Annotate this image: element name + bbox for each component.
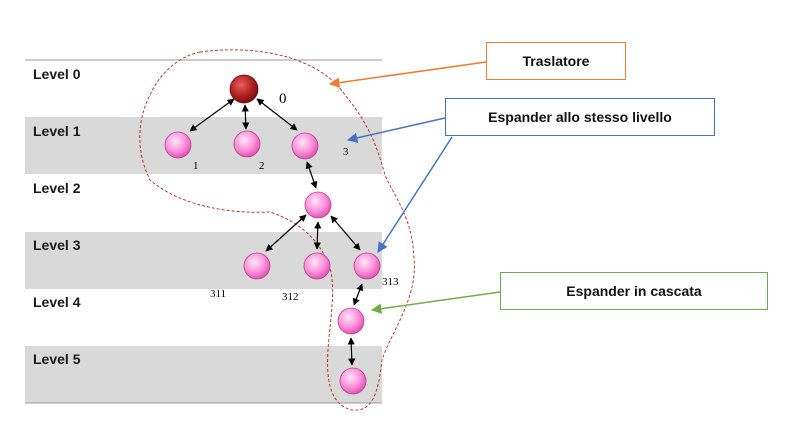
edge-4-5: [347, 337, 356, 366]
edge-2x-312: [313, 221, 322, 250]
edge-3-2x: [305, 161, 318, 189]
node-312-label: 312: [282, 291, 299, 303]
node-313: [353, 252, 381, 280]
node-level2: [304, 191, 332, 219]
node-3: [291, 132, 319, 160]
node-2-label: 2: [259, 160, 265, 172]
level-2-label: Level 2: [33, 180, 81, 196]
node-level4: [337, 307, 365, 335]
edge-0-2: [241, 104, 250, 130]
level-0-label: Level 0: [33, 66, 81, 82]
edge-0-1: [189, 98, 235, 132]
root-node-label: 0: [279, 91, 287, 107]
level-3-label: Level 3: [33, 237, 81, 253]
node-1: [164, 131, 192, 159]
edge-2x-313: [330, 215, 361, 251]
node-2: [233, 130, 261, 158]
node-3-label: 3: [343, 146, 349, 158]
node-312: [303, 252, 331, 280]
callout-espander-cascata: Espander in cascata: [500, 272, 768, 310]
callout-espander-stesso-livello: Espander allo stesso livello: [445, 98, 715, 136]
edge-2x-311: [265, 214, 307, 252]
node-311: [243, 252, 271, 280]
node-level5: [339, 367, 367, 395]
callout-espander-cascata-text: Espander in cascata: [566, 283, 702, 299]
dashed-region-outline: [139, 49, 415, 411]
level-4-label: Level 4: [33, 294, 81, 310]
tree-edges: [189, 98, 364, 366]
edge-0-3: [256, 98, 298, 131]
blue-arrow-lower: [377, 136, 453, 253]
node-311-label: 311: [210, 288, 226, 300]
node-313-label: 313: [382, 276, 399, 288]
level-5-label: Level 5: [33, 351, 81, 367]
orange-arrow: [328, 61, 487, 88]
green-arrow: [370, 291, 501, 314]
edge-313-4: [352, 283, 364, 306]
node-1-label: 1: [193, 160, 199, 172]
level-1-label: Level 1: [33, 123, 81, 139]
blue-arrow-upper: [346, 117, 446, 144]
callout-traslatore-text: Traslatore: [522, 53, 590, 69]
callout-espander-stesso-livello-text: Espander allo stesso livello: [488, 109, 672, 125]
callout-traslatore: Traslatore: [486, 42, 626, 80]
root-node: [229, 74, 259, 104]
level-band-5: [25, 346, 382, 403]
